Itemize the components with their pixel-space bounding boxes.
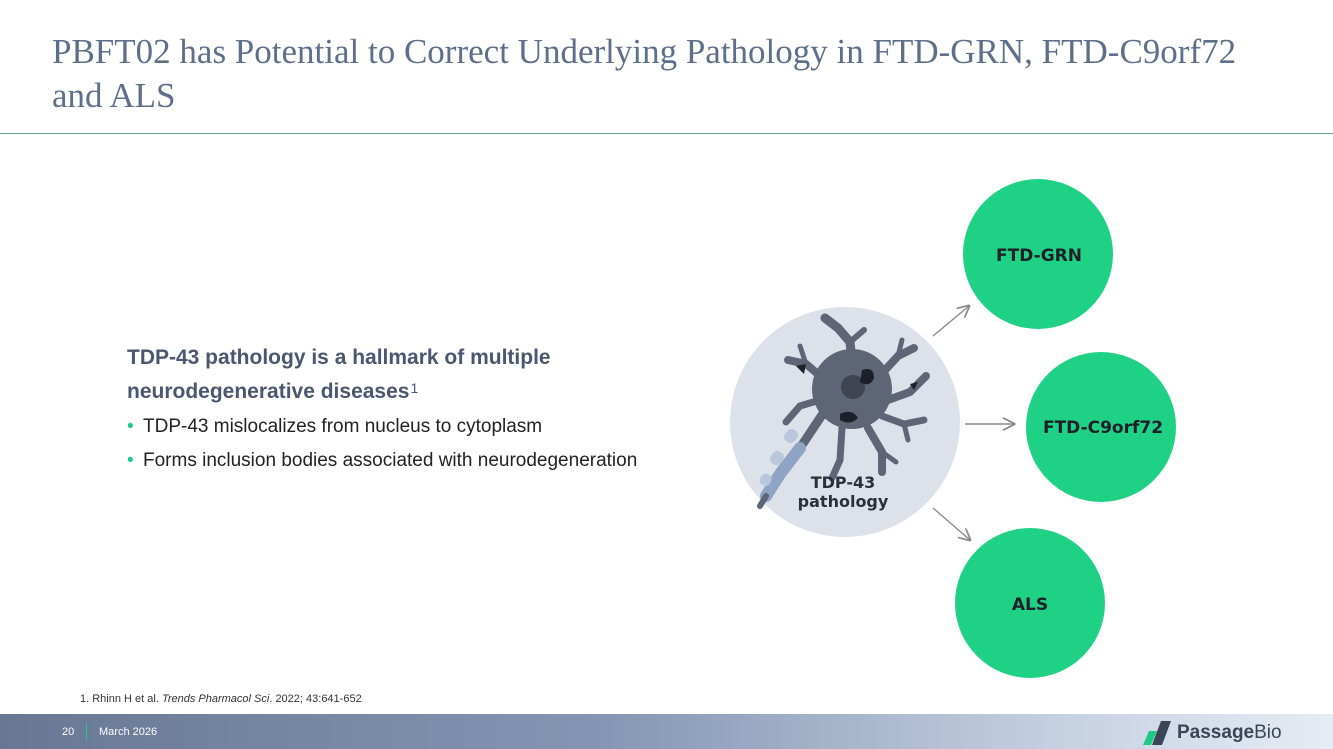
logo-word-passage: Passage [1177, 722, 1255, 743]
footnote-suffix: . 2022; 43:641-652 [269, 693, 362, 705]
ftd-grn-label: FTD-GRN [996, 246, 1082, 266]
footer-band [0, 714, 1333, 749]
arrow-to-ftd-grn [932, 306, 969, 337]
als-circle [955, 528, 1105, 678]
footnote-prefix: 1. Rhinn H et al. [80, 693, 162, 705]
bullet-item: • Forms inclusion bodies associated with … [127, 447, 647, 475]
footnote-journal: Trends Pharmacol Sci [161, 693, 270, 705]
footer-separator [86, 722, 87, 741]
als-label: ALS [1012, 595, 1048, 615]
ftd-grn-circle [963, 179, 1113, 329]
ftd-c9orf72-circle [1026, 352, 1176, 502]
heading-reference: 1 [410, 380, 419, 396]
heading-text: TDP-43 pathology is a hallmark of multip… [127, 346, 551, 403]
slide-title: PBFT02 has Potential to Correct Underlyi… [52, 32, 1237, 115]
page-number: 20 [62, 726, 75, 738]
logo-text: PassageBio [1177, 722, 1282, 744]
bullet-dot-icon: • [127, 450, 134, 471]
bullet-list: • TDP-43 mislocalizes from nucleus to cyt… [127, 413, 647, 475]
arrow-to-als [932, 507, 970, 540]
passage-bio-logo: PassageBio [1143, 720, 1282, 746]
content-block: TDP-43 pathology is a hallmark of multip… [127, 342, 647, 481]
footer-date: March 2026 [99, 726, 158, 738]
logo-mark-icon [1143, 721, 1171, 745]
bullet-text: Forms inclusion bodies associated with n… [143, 450, 638, 471]
bullet-text: TDP-43 mislocalizes from nucleus to cyto… [143, 416, 543, 437]
center-label-line1: TDP-43 [811, 473, 876, 492]
footnote: 1. Rhinn H et al. Trends Pharmacol Sci. … [80, 693, 362, 705]
ftd-c9orf72-label: FTD-C9orf72 [1043, 418, 1163, 438]
title-divider [0, 133, 1333, 134]
neuron-icon [757, 313, 930, 509]
bullet-dot-icon: • [127, 416, 134, 437]
logo-word-bio: Bio [1254, 722, 1282, 743]
content-heading: TDP-43 pathology is a hallmark of multip… [127, 342, 647, 407]
center-label-line2: pathology [798, 492, 889, 511]
bullet-item: • TDP-43 mislocalizes from nucleus to cyt… [127, 413, 647, 441]
